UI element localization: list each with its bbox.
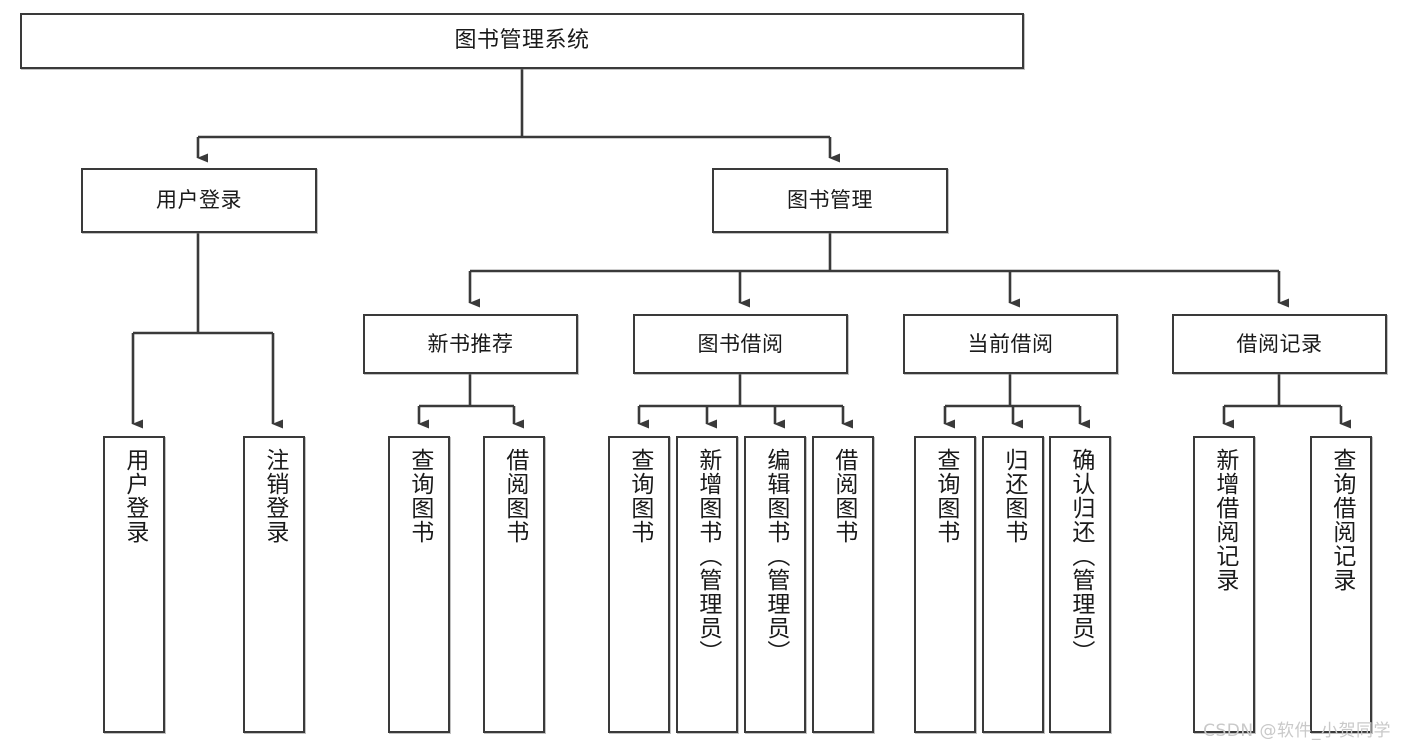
node-root-system[interactable]: 图书管理系统: [20, 13, 1024, 69]
node-book-manage[interactable]: 图书管理: [712, 168, 948, 233]
node-leaf-borrow-book-1[interactable]: 借阅图书: [483, 436, 545, 733]
node-label: 借阅记录: [1236, 331, 1323, 356]
node-leaf-borrow-book-2[interactable]: 借阅图书: [812, 436, 874, 733]
node-current-borrow[interactable]: 当前借阅: [903, 314, 1118, 374]
node-borrow-record[interactable]: 借阅记录: [1172, 314, 1387, 374]
watermark: CSDN @软件_小贺同学: [1203, 721, 1391, 741]
node-label: 图书借阅: [697, 331, 784, 356]
node-label: 查询借阅记录: [1328, 448, 1355, 592]
node-label: 查询图书: [932, 448, 959, 544]
node-new-book-recommend[interactable]: 新书推荐: [363, 314, 578, 374]
node-label: 用户登录: [156, 188, 242, 212]
node-label: 查询图书: [406, 448, 433, 544]
node-leaf-logout-login[interactable]: 注销登录: [243, 436, 305, 733]
node-book-borrow[interactable]: 图书借阅: [633, 314, 848, 374]
node-leaf-query-borrow-record[interactable]: 查询借阅记录: [1310, 436, 1372, 733]
node-user-login[interactable]: 用户登录: [81, 168, 317, 233]
node-leaf-add-borrow-record[interactable]: 新增借阅记录: [1193, 436, 1255, 733]
node-label: 借阅图书: [501, 448, 528, 544]
node-leaf-add-book[interactable]: 新增图书（管理员）: [676, 436, 738, 733]
node-label: 图书管理系统: [454, 28, 590, 53]
node-label: 借阅图书: [830, 448, 857, 544]
node-leaf-query-book-1[interactable]: 查询图书: [388, 436, 450, 733]
node-label: 注销登录: [261, 448, 288, 544]
node-leaf-confirm-return[interactable]: 确认归还（管理员）: [1049, 436, 1111, 733]
node-leaf-edit-book[interactable]: 编辑图书（管理员）: [744, 436, 806, 733]
node-label: 新增借阅记录: [1211, 448, 1238, 592]
node-leaf-query-book-2[interactable]: 查询图书: [608, 436, 670, 733]
node-leaf-query-book-3[interactable]: 查询图书: [914, 436, 976, 733]
node-label: 新增图书（管理员）: [694, 448, 721, 664]
node-label: 当前借阅: [967, 331, 1054, 356]
node-label: 编辑图书（管理员）: [762, 448, 789, 664]
node-label: 确认归还（管理员）: [1067, 448, 1094, 664]
node-label: 查询图书: [626, 448, 653, 544]
node-leaf-return-book[interactable]: 归还图书: [982, 436, 1044, 733]
node-label: 用户登录: [121, 448, 148, 544]
node-label: 归还图书: [1000, 448, 1027, 544]
node-label: 新书推荐: [427, 331, 514, 356]
node-label: 图书管理: [787, 188, 873, 212]
node-leaf-user-login[interactable]: 用户登录: [103, 436, 165, 733]
